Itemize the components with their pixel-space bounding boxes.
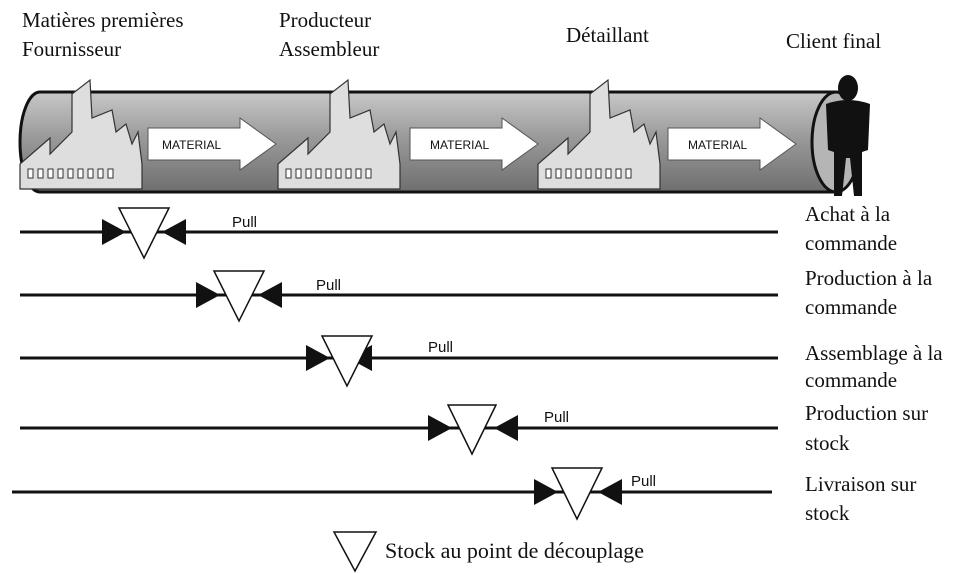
strategy-label-line2: commande [805,295,897,319]
push-arrowhead-icon [306,345,330,371]
strategy-label-line2: stock [805,431,850,455]
pull-label: Pull [631,473,656,490]
strategy-label-line1: Achat à la [805,202,891,226]
strategy-row-livraison: Pull Livraison sur stock [12,467,916,525]
pull-label: Pull [232,214,257,231]
material-flow-arrow-3: MATERIAL [667,117,797,171]
decoupling-stock-triangle-icon [550,467,604,521]
pull-label: Pull [428,339,453,356]
decoupling-stock-triangle-icon [212,270,266,323]
factory-producer-icon [277,78,401,190]
pull-arrowhead-icon [598,479,622,505]
push-arrowhead-icon [428,415,452,441]
push-arrowhead-icon [534,479,558,505]
stage-titles: Matières premières Fournisseur Producteu… [22,8,881,61]
strategy-row-production-stock: Pull Production sur stock [20,401,928,456]
strategy-label-line2: stock [805,501,850,525]
strategy-label-line2: commande [805,231,897,255]
decoupling-stock-triangle-icon [446,404,498,456]
stage-retailer-title: Détaillant [566,23,649,47]
stage-producer-title-line2: Assembleur [279,37,379,61]
strategy-label-line2: commande [805,368,897,392]
stage-producer-title-line1: Producteur [279,8,371,32]
material-flow-arrow-1: MATERIAL [147,117,277,171]
material-flow-label-2: MATERIAL [430,138,489,152]
strategy-label-line1: Production sur [805,401,928,425]
stage-supplier-title-line2: Fournisseur [22,37,121,61]
strategy-label-line1: Assemblage à la [805,341,943,365]
legend: Stock au point de découplage [332,531,644,573]
factory-supplier-icon [19,78,143,190]
material-flow-label-3: MATERIAL [688,138,747,152]
stage-supplier-title-line1: Matières premières [22,8,184,32]
material-flow-label-1: MATERIAL [162,138,221,152]
strategy-label-line1: Livraison sur [805,472,916,496]
strategy-row-assemblage: Pull Assemblage à la commande [20,335,943,392]
end-customer-person-icon [826,75,870,196]
decoupling-stock-triangle-icon [332,531,378,573]
legend-label: Stock au point de découplage [385,538,644,563]
strategy-label-line1: Production à la [805,266,933,290]
pull-label: Pull [544,409,569,426]
material-flow-arrow-2: MATERIAL [409,117,539,171]
pull-arrowhead-icon [258,282,282,308]
factory-retailer-icon [537,78,661,190]
decoupling-stock-triangle-icon [320,335,374,388]
strategy-row-achat: Pull Achat à la commande [20,202,897,260]
strategy-row-production-commande: Pull Production à la commande [20,266,933,323]
stage-customer-title: Client final [786,29,881,53]
push-arrowhead-icon [102,219,126,245]
decoupling-stock-triangle-icon [117,207,171,260]
pull-label: Pull [316,277,341,294]
pull-arrowhead-icon [494,415,518,441]
pull-arrowhead-icon [162,219,186,245]
push-arrowhead-icon [196,282,220,308]
